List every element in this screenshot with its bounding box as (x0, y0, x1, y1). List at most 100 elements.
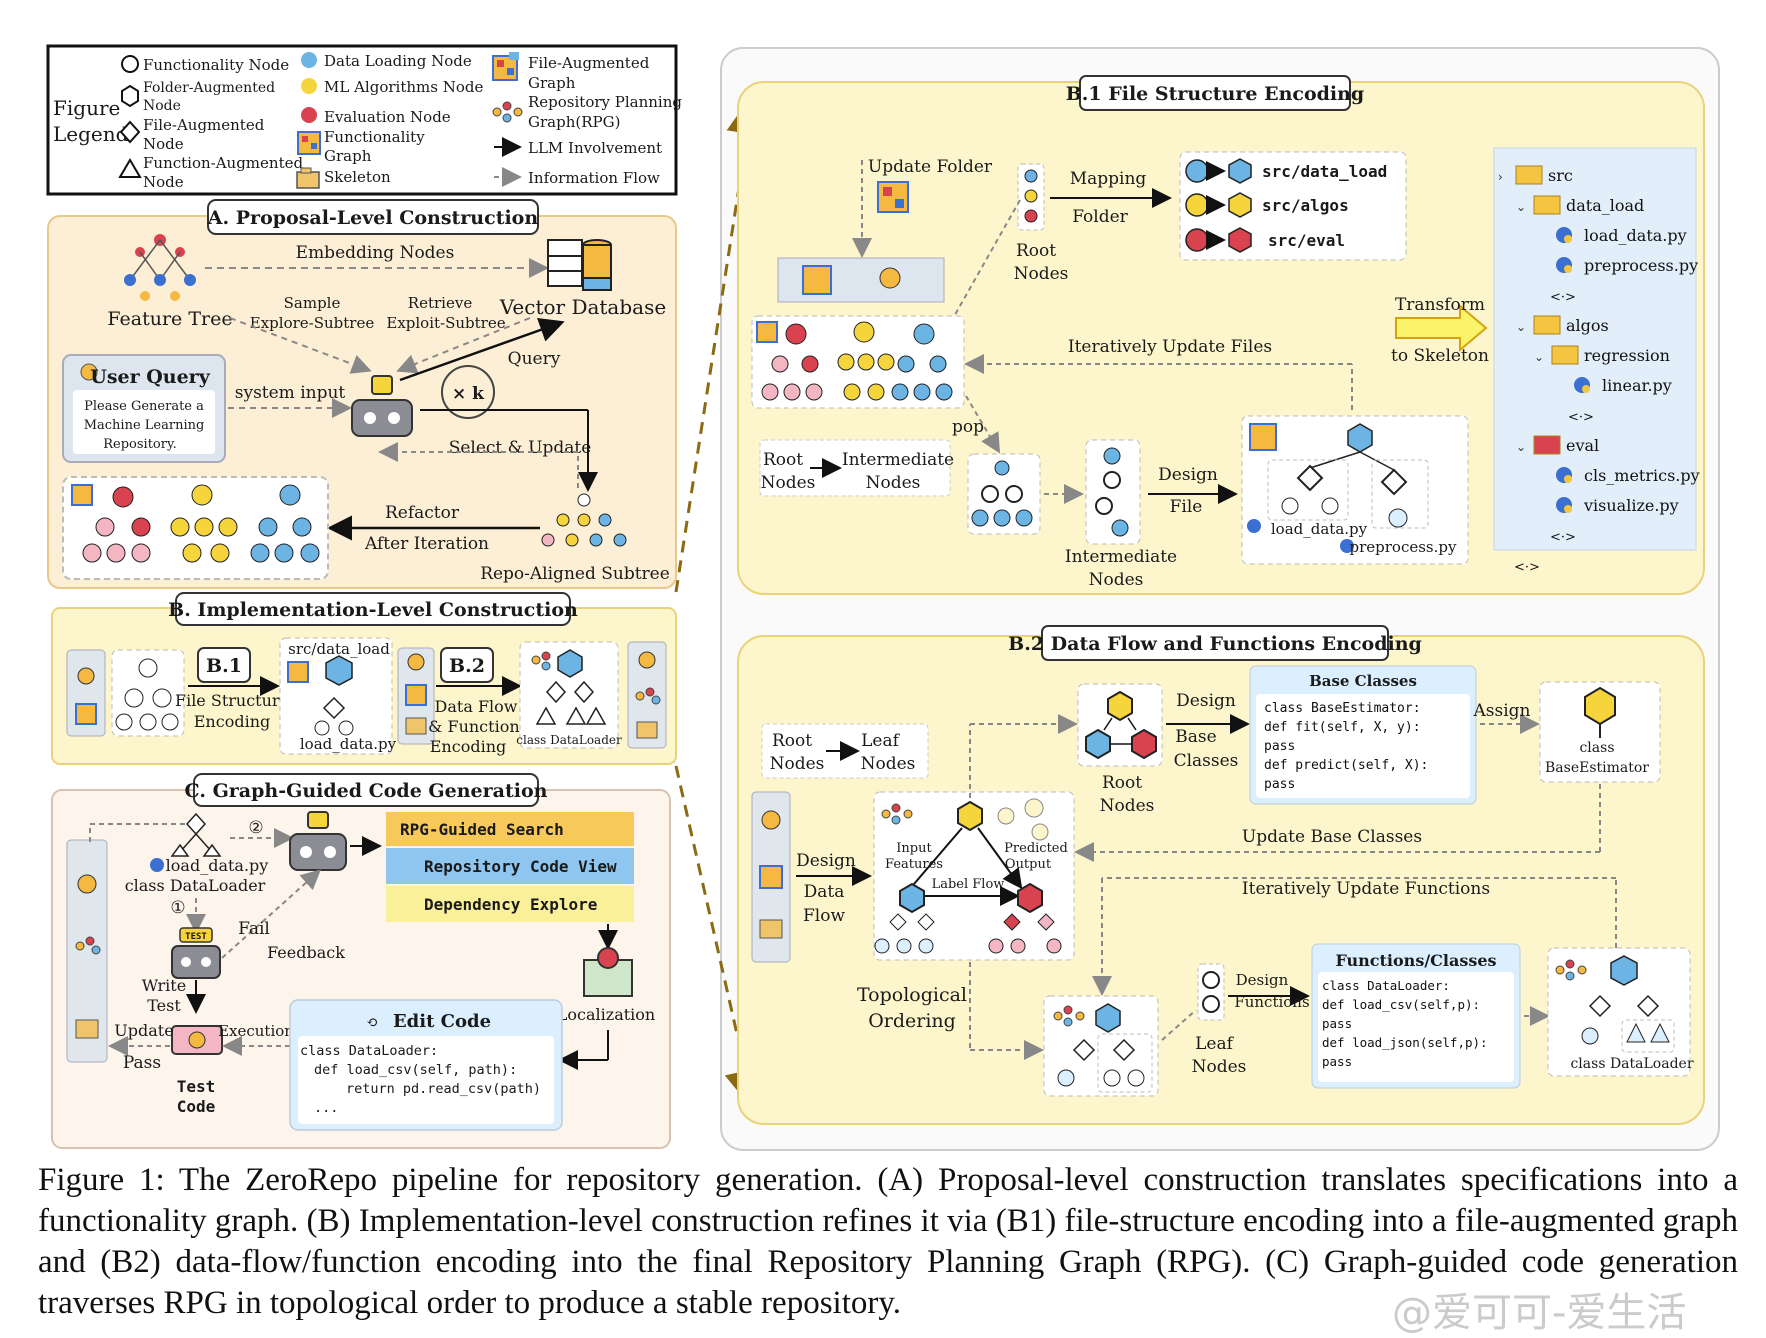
triangle-icon (118, 158, 142, 178)
test-robot-icon (171, 927, 221, 979)
tree-row: <·> (1568, 410, 1594, 425)
tree-row-label: <·> (1514, 560, 1540, 575)
tree-row-label: <·> (1550, 290, 1576, 305)
code-line: class DataLoader: (1322, 978, 1450, 993)
svg-text:Folder: Folder (1072, 207, 1128, 227)
svg-text:LLM Involvement: LLM Involvement (528, 139, 662, 157)
llm-robot-icon (351, 375, 413, 437)
legend-title-2: Legend (53, 122, 129, 146)
data-loading-dot-icon (301, 52, 317, 68)
svg-text:User Query: User Query (90, 366, 210, 388)
svg-text:class DataLoader: class DataLoader (125, 876, 266, 895)
svg-text:Data: Data (804, 882, 845, 902)
svg-text:File-Augmented: File-Augmented (143, 116, 265, 134)
svg-text:load_data.py: load_data.py (1271, 520, 1368, 538)
functionality-graph (62, 476, 329, 580)
svg-text:to Skeleton: to Skeleton (1391, 346, 1489, 366)
svg-text:Functionality: Functionality (324, 128, 425, 146)
vector-database-icon (547, 239, 612, 291)
svg-text:Nodes: Nodes (1100, 796, 1155, 816)
tree-row: ⌄data_load (1516, 195, 1644, 215)
svg-text:Feedback: Feedback (267, 943, 345, 962)
svg-text:preprocess.py: preprocess.py (1350, 538, 1457, 556)
svg-text:Nodes: Nodes (1192, 1057, 1247, 1077)
svg-text:Machine Learning: Machine Learning (84, 418, 205, 433)
svg-text:Root: Root (763, 450, 803, 470)
svg-text:Leaf: Leaf (861, 731, 900, 751)
svg-text:pop: pop (952, 417, 984, 437)
tree-row: visualize.py (1556, 496, 1679, 515)
section-a-proposal: A. Proposal-Level Construction Feature T… (47, 199, 677, 589)
svg-text:Exploit-Subtree: Exploit-Subtree (386, 314, 505, 332)
svg-text:def load_csv(self, path):: def load_csv(self, path): (314, 1062, 517, 1078)
svg-text:ML Algorithms Node: ML Algorithms Node (324, 78, 483, 96)
svg-text:Topological: Topological (857, 984, 967, 1006)
tree-row: preprocess.py (1556, 256, 1698, 275)
svg-text:src/eval: src/eval (1268, 231, 1345, 250)
svg-text:File Structure: File Structure (175, 691, 289, 710)
base-classes-code: class BaseEstimator: def fit(self, X, y)… (1264, 701, 1428, 792)
rpg-search-tool: RPG-Guided Search (400, 820, 564, 839)
section-b1-title: B.1 File Structure Encoding (1066, 83, 1364, 105)
svg-text:Iteratively Update Functions: Iteratively Update Functions (1242, 879, 1490, 899)
svg-text:Nodes: Nodes (761, 473, 816, 493)
svg-text:Test: Test (147, 996, 181, 1015)
svg-text:Input: Input (896, 841, 932, 856)
svg-text:src/data_load: src/data_load (1262, 162, 1387, 181)
svg-text:File-Augmented: File-Augmented (528, 54, 650, 72)
svg-text:class: class (1579, 740, 1614, 756)
svg-text:Intermediate: Intermediate (1065, 547, 1177, 567)
execution-handshake-icon (171, 1025, 223, 1055)
svg-text:load_data.py: load_data.py (166, 856, 269, 875)
svg-text:TEST: TEST (185, 932, 207, 942)
svg-text:Folder-Augmented: Folder-Augmented (143, 80, 275, 96)
folder-icon (1533, 315, 1561, 335)
svg-text:load_data.py: load_data.py (300, 735, 397, 753)
svg-text:Feature Tree: Feature Tree (107, 308, 232, 330)
tree-row-label: data_load (1566, 196, 1644, 215)
svg-text:Leaf: Leaf (1195, 1034, 1234, 1054)
python-icon (150, 858, 164, 872)
folder-icon (1551, 345, 1579, 365)
svg-text:Nodes: Nodes (866, 473, 921, 493)
svg-text:B.1: B.1 (206, 655, 242, 677)
edit-code-icon: ⟲ (366, 1015, 378, 1031)
chevron-icon: ⌄ (1516, 320, 1526, 334)
figure-legend: Figure Legend Functionality Node Folder-… (46, 44, 682, 196)
folder-icon (1515, 165, 1543, 185)
svg-text:Explore-Subtree: Explore-Subtree (250, 314, 375, 332)
file-augmented-graph-icon (492, 52, 519, 81)
tree-row: ›src (1498, 165, 1573, 185)
chevron-icon: ⌄ (1534, 350, 1544, 364)
svg-text:Sample: Sample (284, 294, 341, 312)
section-b-implementation: B. Implementation-Level Construction B.1… (51, 592, 677, 765)
code-line: def predict(self, X): (1264, 758, 1428, 773)
svg-text:Update: Update (114, 1021, 173, 1040)
svg-text:Skeleton: Skeleton (324, 168, 391, 186)
svg-text:Iteratively Update Files: Iteratively Update Files (1068, 337, 1272, 357)
tree-row-label: cls_metrics.py (1584, 466, 1700, 485)
svg-text:After Iteration: After Iteration (364, 534, 489, 554)
svg-text:B.2: B.2 (449, 655, 485, 677)
repo-aligned-subtree (541, 493, 627, 547)
svg-text:Nodes: Nodes (1014, 264, 1069, 284)
svg-text:Select & Update: Select & Update (449, 438, 592, 458)
svg-text:Transform: Transform (1395, 295, 1485, 315)
code-line: pass (1264, 739, 1295, 754)
svg-text:& Functions: & Functions (428, 717, 528, 736)
svg-text:Label Flow: Label Flow (932, 877, 1005, 892)
user-query-box: User Query Please Generate a Machine Lea… (62, 354, 226, 463)
repo-code-view-tool: Repository Code View (424, 857, 617, 876)
svg-text:Nodes: Nodes (1089, 570, 1144, 590)
svg-text:Root: Root (772, 731, 812, 751)
tree-row: <·> (1550, 530, 1576, 545)
code-line: pass (1264, 777, 1295, 792)
svg-text:Graph(RPG): Graph(RPG) (528, 113, 620, 131)
svg-text:Root: Root (1016, 241, 1056, 261)
tree-row: linear.py (1574, 376, 1672, 395)
tree-row-label: linear.py (1602, 376, 1672, 395)
hexagon-icon (121, 84, 139, 108)
tree-row-label: preprocess.py (1584, 256, 1698, 275)
svg-text:Test: Test (177, 1077, 216, 1096)
